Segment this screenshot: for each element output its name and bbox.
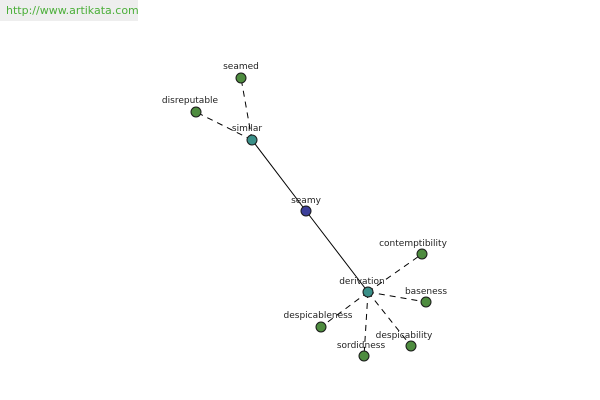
edge-seamy-similar <box>251 139 307 212</box>
node-label-seamy[interactable]: seamy <box>291 196 322 206</box>
node-contemptibility[interactable] <box>416 248 428 260</box>
node-label-despicableness[interactable]: despicableness <box>284 311 353 321</box>
node-label-sordidness[interactable]: sordidness <box>337 341 386 351</box>
site-url-link[interactable]: http://www.artikata.com <box>0 0 139 21</box>
labels-layer: seamy similar derivation seamed disreputable… <box>162 62 448 351</box>
edges-layer <box>195 77 427 357</box>
edge-derivation-contemptibility <box>367 253 423 293</box>
node-derivation[interactable] <box>362 286 374 298</box>
node-seamed[interactable] <box>235 72 247 84</box>
edge-seamy-derivation <box>305 210 369 293</box>
node-label-contemptibility[interactable]: contemptibility <box>379 239 447 249</box>
node-baseness[interactable] <box>420 296 432 308</box>
node-label-disreputable[interactable]: disreputable <box>162 96 219 106</box>
node-label-seamed[interactable]: seamed <box>223 62 259 72</box>
nodes-layer <box>190 72 432 362</box>
node-label-baseness[interactable]: baseness <box>405 287 447 297</box>
node-despicability[interactable] <box>405 340 417 352</box>
node-label-similar[interactable]: similar <box>232 124 262 134</box>
node-disreputable[interactable] <box>190 106 202 118</box>
node-sordidness[interactable] <box>358 350 370 362</box>
node-despicableness[interactable] <box>315 321 327 333</box>
node-similar[interactable] <box>246 134 258 146</box>
edge-derivation-despicableness <box>320 291 369 328</box>
node-seamy[interactable] <box>300 205 312 217</box>
edge-derivation-baseness <box>367 291 427 303</box>
node-label-derivation[interactable]: derivation <box>339 277 385 287</box>
edge-derivation-despicability <box>367 291 412 347</box>
node-label-despicability[interactable]: despicability <box>376 331 433 341</box>
